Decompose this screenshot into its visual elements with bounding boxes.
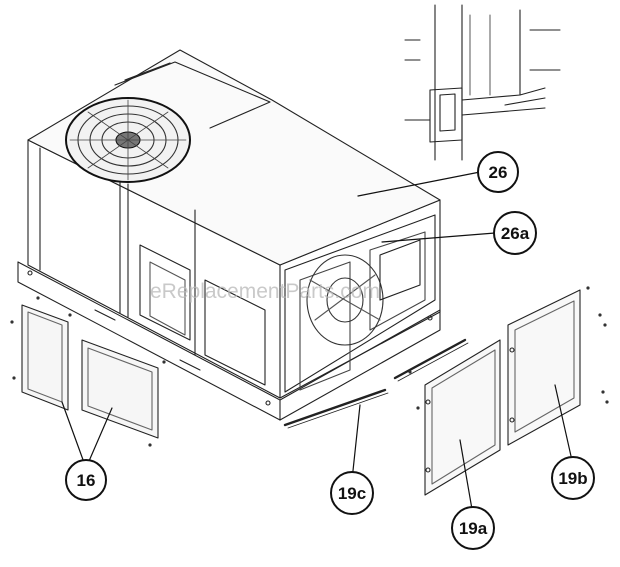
callout-26: 26 xyxy=(477,151,519,193)
leader-lines xyxy=(61,171,574,516)
callout-16-label: 16 xyxy=(77,471,96,490)
callout-26-label: 26 xyxy=(489,163,508,182)
callout-26a: 26a xyxy=(493,211,537,255)
rooftop-unit xyxy=(17,49,441,421)
condenser-fan xyxy=(65,97,191,183)
panel-19a xyxy=(424,339,501,496)
panel-19b xyxy=(507,289,581,446)
watermark: eReplacementParts.com xyxy=(150,280,380,303)
detail-inset xyxy=(404,4,561,161)
callout-19a-label: 19a xyxy=(459,519,488,538)
callout-19b: 19b xyxy=(551,456,595,500)
rail-19c xyxy=(283,338,467,427)
callout-19c-label: 19c xyxy=(338,484,366,503)
panel-16-right xyxy=(81,339,159,439)
callout-19c: 19c xyxy=(330,471,374,515)
callout-19a: 19a xyxy=(451,506,495,550)
callout-16: 16 xyxy=(65,459,107,501)
callout-19b-label: 19b xyxy=(558,469,587,488)
rail-19c-detail xyxy=(287,342,469,429)
callout-26a-label: 26a xyxy=(501,224,530,243)
panel-16-left xyxy=(21,304,69,411)
screw-dots xyxy=(10,286,609,447)
